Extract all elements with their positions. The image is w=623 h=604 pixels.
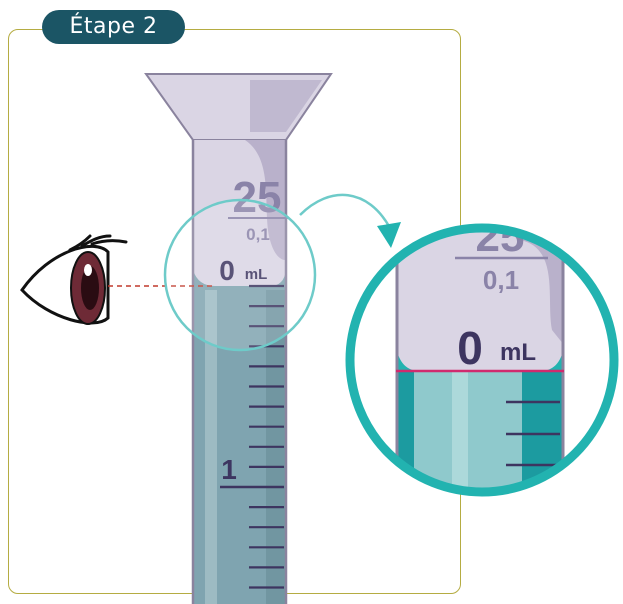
zoom-liquid-right [522, 371, 564, 492]
precision-label: 0,1 [246, 225, 270, 244]
graduation-ticks [249, 284, 284, 589]
eye-pupil [81, 266, 99, 310]
magnifier-arrow [299, 193, 392, 229]
zoom-view: 25 0,1 0 mL [345, 223, 619, 497]
graduated-cylinder: 25 0,1 0 mL 1 [144, 73, 333, 604]
zoom-liquid-highlight [452, 371, 468, 492]
magnifier-arrow-head [377, 222, 401, 248]
eye-icon [20, 234, 128, 325]
cylinder-meniscus [193, 270, 286, 286]
capacity-label: 25 [233, 173, 282, 222]
mark-one-label: 1 [221, 454, 237, 485]
cylinder-funnel-shade [250, 80, 322, 132]
magnifier-source-circle [163, 198, 317, 352]
cylinder-liquid-highlight [205, 290, 217, 604]
zoom-liquid-left [396, 371, 414, 492]
eye-glint [84, 264, 92, 276]
zoom-precision-label: 0,1 [483, 265, 519, 295]
cylinder-shade [245, 140, 286, 261]
zoom-ring [345, 223, 619, 497]
zoom-zero-mark-label: 0 [457, 322, 483, 374]
eye-lashes [68, 234, 128, 252]
zoom-unit-label: mL [500, 339, 536, 366]
unit-label: mL [245, 266, 268, 283]
zero-mark-label: 0 [219, 255, 235, 286]
step-badge: Étape 2 [42, 10, 185, 44]
